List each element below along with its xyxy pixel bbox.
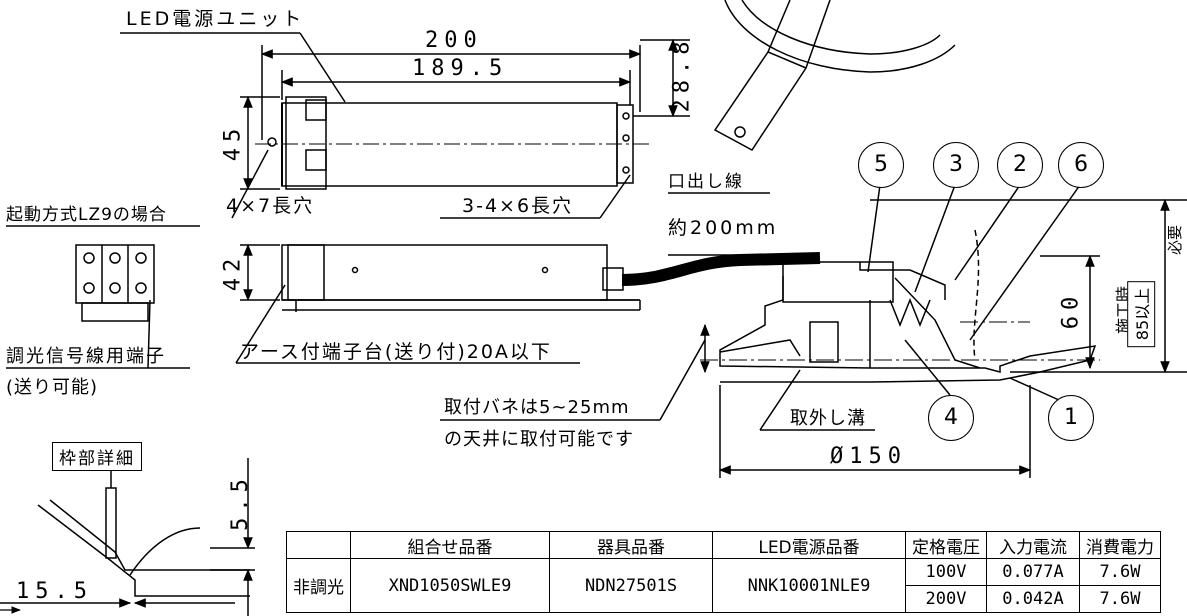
power-unit-top-view	[255, 96, 650, 190]
spring-note-2: の天井に取付可能です	[444, 429, 634, 450]
voltage-cell: 200V	[905, 585, 987, 613]
required-label: 必要	[1166, 224, 1185, 256]
callout-2: 2	[997, 142, 1043, 188]
dim-45: 45	[220, 122, 246, 162]
lz9-title: 起動方式LZ9の場合	[6, 205, 167, 225]
terminal-block-lz9	[75, 244, 155, 322]
callout-3: 3	[933, 142, 979, 188]
current-cell: 0.042A	[986, 585, 1080, 613]
dia-150: Ø150	[830, 444, 907, 469]
table-header-current: 入力電流	[986, 531, 1080, 559]
table-row: 非調光 XND1050SWLE9 NDN27501S NNK10001NLE9 …	[286, 558, 1161, 613]
current-cell: 0.077A	[986, 558, 1080, 586]
slot-3-4x6-label: 3-4×6長穴	[462, 195, 574, 217]
dim-189-5: 189.5	[412, 56, 509, 81]
dim-60: 60	[1058, 290, 1084, 330]
callout-5: 5	[858, 142, 904, 188]
wire-length-label: 約200mm	[668, 217, 779, 239]
fixture-part: NDN27501S	[549, 558, 713, 613]
led-unit-title: LED電源ユニット	[126, 8, 305, 30]
table-header-led-power: LED電源品番	[712, 531, 906, 559]
slot-4x7-label: 4×7長穴	[226, 195, 315, 217]
row-label: 非調光	[286, 558, 351, 613]
frame-detail-title: 枠部詳細	[52, 442, 142, 471]
led-power-part: NNK10001NLE9	[712, 558, 906, 613]
table-header-voltage: 定格電圧	[905, 531, 987, 559]
outlet-wire-label: 口出し線	[668, 172, 744, 192]
removal-groove-label: 取外し溝	[790, 408, 866, 429]
callout-6: 6	[1058, 142, 1104, 188]
table-header-power: 消費電力	[1079, 531, 1161, 559]
dim-28-8: 28.8	[669, 35, 695, 113]
fixture-top-partial	[713, 0, 956, 151]
table-header-fixture: 器具品番	[549, 531, 713, 559]
callout-4: 4	[928, 395, 974, 441]
dim-85-box: 85以上	[1127, 280, 1156, 348]
table-header-blank	[286, 531, 351, 559]
spec-table: 組合せ品番 器具品番 LED電源品番 定格電圧 入力電流 消費電力 非調光 XN…	[286, 531, 1161, 613]
dim-15-5: 15.5	[16, 579, 93, 604]
dim-5-5: 5.5	[227, 473, 253, 531]
dim-200: 200	[425, 28, 483, 53]
power-cell: 7.6W	[1079, 558, 1161, 586]
voltage-cell: 100V	[905, 558, 987, 586]
signal-terminal-label: 調光信号線用端子	[6, 346, 166, 367]
power-cell: 7.6W	[1079, 585, 1161, 613]
table-row: 200V 0.042A 7.6W	[287, 585, 1161, 613]
downlight-side-view	[700, 229, 1100, 383]
dim-42: 42	[220, 252, 246, 292]
feedthrough-label: (送り可能)	[6, 377, 99, 398]
spring-note-1: 取付バネは5~25mm	[444, 397, 630, 418]
table-header-row: 組合せ品番 器具品番 LED電源品番 定格電圧 入力電流 消費電力	[286, 531, 1161, 559]
power-unit-side-view	[281, 244, 641, 312]
table-header-combo: 組合せ品番	[350, 531, 550, 559]
frame-detail	[37, 470, 250, 597]
earth-terminal-label: アース付端子台(送り付)20A以下	[240, 341, 552, 363]
combo-part: XND1050SWLE9	[350, 558, 550, 613]
callout-1: 1	[1048, 395, 1094, 441]
